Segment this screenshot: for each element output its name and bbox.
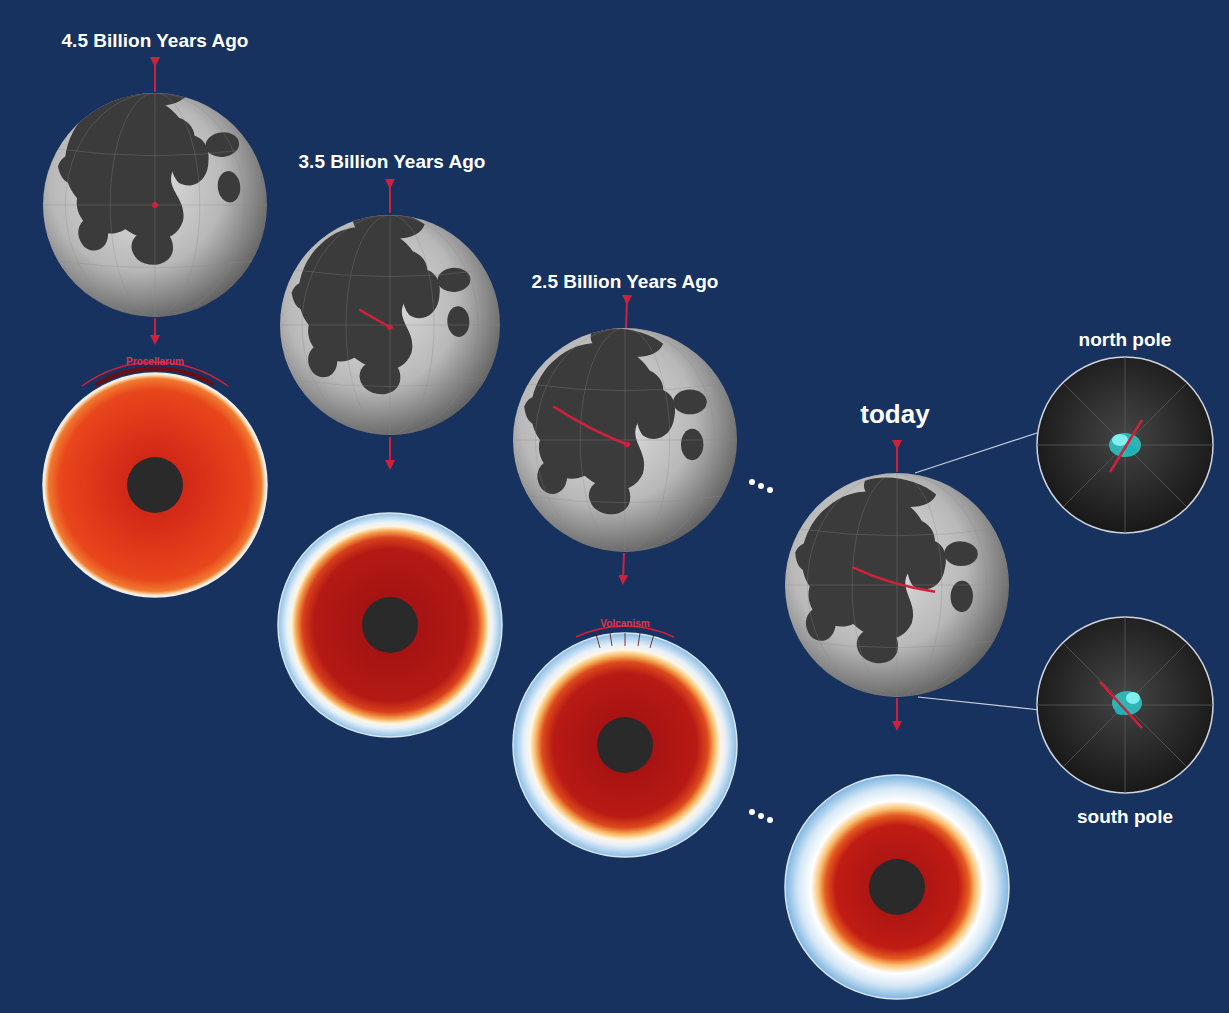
era-label: 2.5 Billion Years Ago [532,271,719,293]
era-label: 4.5 Billion Years Ago [62,30,249,52]
inset-title: south pole [1077,806,1173,828]
region-label: Volcanism [600,618,649,630]
era-label: 3.5 Billion Years Ago [299,151,486,173]
inset-title: north pole [1079,329,1172,351]
region-label: Procellarum [126,356,184,368]
era-label: today [860,400,929,430]
